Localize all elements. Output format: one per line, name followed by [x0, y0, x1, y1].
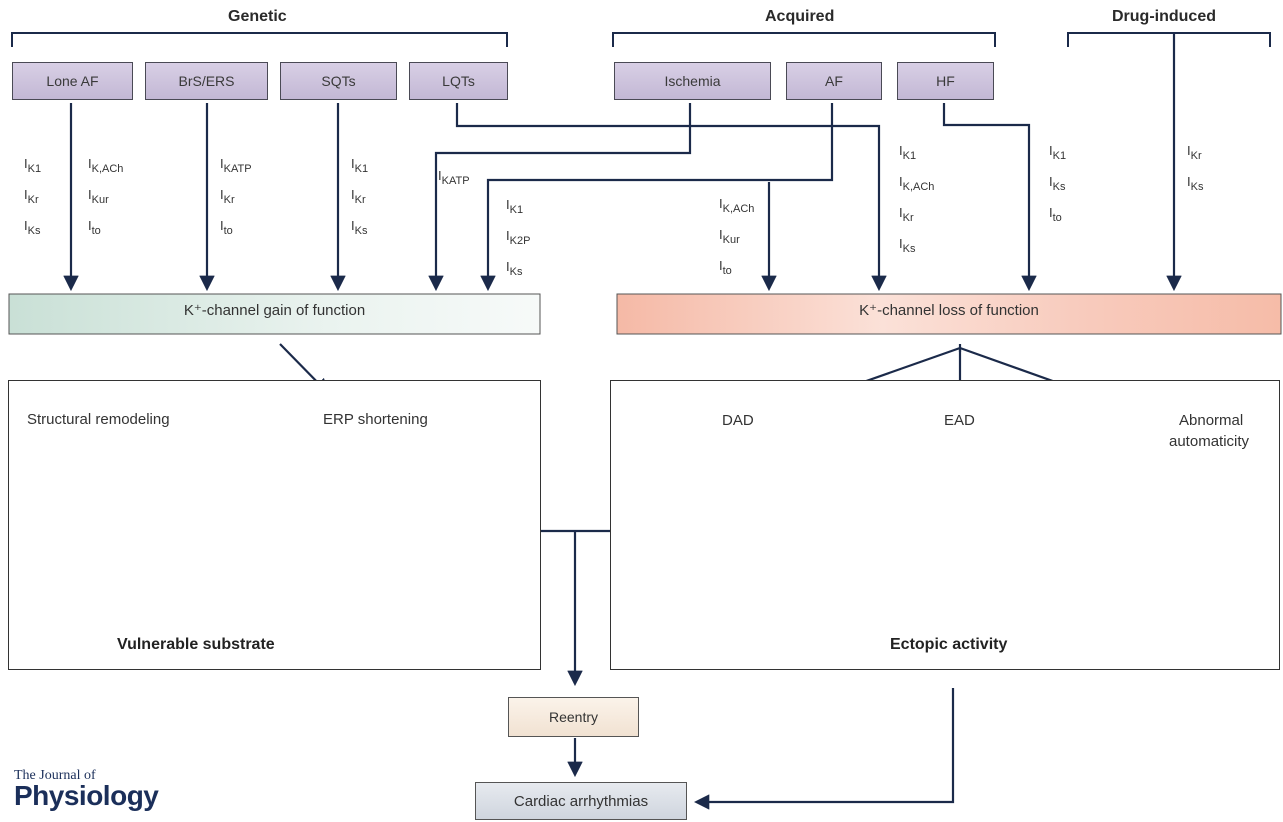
- current-label: IKs: [506, 259, 523, 279]
- condition-sqts: SQTs: [280, 62, 397, 100]
- reentry-box: Reentry: [508, 697, 639, 737]
- condition-ischemia: Ischemia: [614, 62, 771, 100]
- current-label: IKATP: [438, 168, 470, 188]
- gain-bar-bg: [8, 293, 541, 335]
- journal-logo-line2: Physiology: [14, 780, 159, 811]
- current-label: IKr: [899, 205, 914, 225]
- gain-bar-label: K⁺-channel gain of function: [183, 302, 366, 319]
- header-drug-induced: Drug-induced: [1112, 8, 1216, 25]
- current-label: IKr: [351, 187, 366, 207]
- journal-logo-line1: The Journal of: [14, 768, 96, 783]
- bracket-genetic: [11, 32, 508, 47]
- current-label: IK1: [899, 143, 917, 163]
- arrhythmias-box: Cardiac arrhythmias: [475, 782, 687, 820]
- label-ead: EAD: [944, 412, 975, 429]
- condition-lqts: LQTs: [409, 62, 508, 100]
- loss-bar-label: K⁺-channel loss of function: [859, 302, 1039, 319]
- arrow-lqts-loss: [455, 103, 887, 292]
- current-label: IKr: [1187, 143, 1202, 163]
- current-label: IK1: [1049, 143, 1067, 163]
- current-label: Ito: [1049, 205, 1062, 225]
- label-abnormal: Abnormal: [1179, 412, 1244, 429]
- label-dad: DAD: [722, 412, 754, 429]
- current-label: IKs: [351, 218, 368, 238]
- condition-af: AF: [786, 62, 882, 100]
- current-label: IKs: [1187, 174, 1204, 194]
- current-label: IK,ACh: [719, 196, 755, 216]
- header-acquired: Acquired: [765, 8, 835, 25]
- label-structural-remodeling: Structural remodeling: [27, 411, 170, 428]
- condition-brs-ers: BrS/ERS: [145, 62, 268, 100]
- header-genetic: Genetic: [228, 8, 287, 25]
- current-label: IKur: [88, 187, 109, 207]
- ectopic-activity-panel: [610, 380, 1280, 670]
- arrow-ischemia-gain: [428, 103, 692, 292]
- vulnerable-substrate-panel: [8, 380, 541, 670]
- bracket-acquired: [612, 32, 996, 47]
- current-label: Ito: [220, 218, 233, 238]
- current-label: IK,ACh: [88, 156, 124, 176]
- ectopic-activity-title: Ectopic activity: [890, 636, 1008, 653]
- current-label: IK1: [506, 197, 524, 217]
- currents-ischemia: IKATP: [438, 169, 470, 200]
- arrow-af-gain: [480, 103, 834, 292]
- current-label: IK,ACh: [899, 174, 935, 194]
- condition-hf: HF: [897, 62, 994, 100]
- current-label: IK1: [24, 156, 42, 176]
- label-automaticity: automaticity: [1169, 433, 1250, 450]
- current-label: IK1: [351, 156, 369, 176]
- arrow-ectopic-arrhythmias: [693, 688, 955, 810]
- current-label: IKr: [220, 187, 235, 207]
- current-label: IKs: [24, 218, 41, 238]
- current-label: IKr: [24, 187, 39, 207]
- current-label: IK2P: [506, 228, 531, 248]
- vulnerable-substrate-title: Vulnerable substrate: [117, 636, 275, 653]
- current-label: IKur: [719, 227, 740, 247]
- arrow-hf-loss: [942, 103, 1037, 292]
- current-label: Ito: [719, 258, 732, 278]
- current-label: IKs: [1049, 174, 1066, 194]
- current-label: IKs: [899, 236, 916, 256]
- current-label: IKATP: [220, 156, 252, 176]
- current-label: Ito: [88, 218, 101, 238]
- condition-lone-af: Lone AF: [12, 62, 133, 100]
- bracket-drug: [1067, 32, 1271, 47]
- loss-bar-bg: [616, 293, 1282, 335]
- label-erp-shortening: ERP shortening: [323, 411, 428, 428]
